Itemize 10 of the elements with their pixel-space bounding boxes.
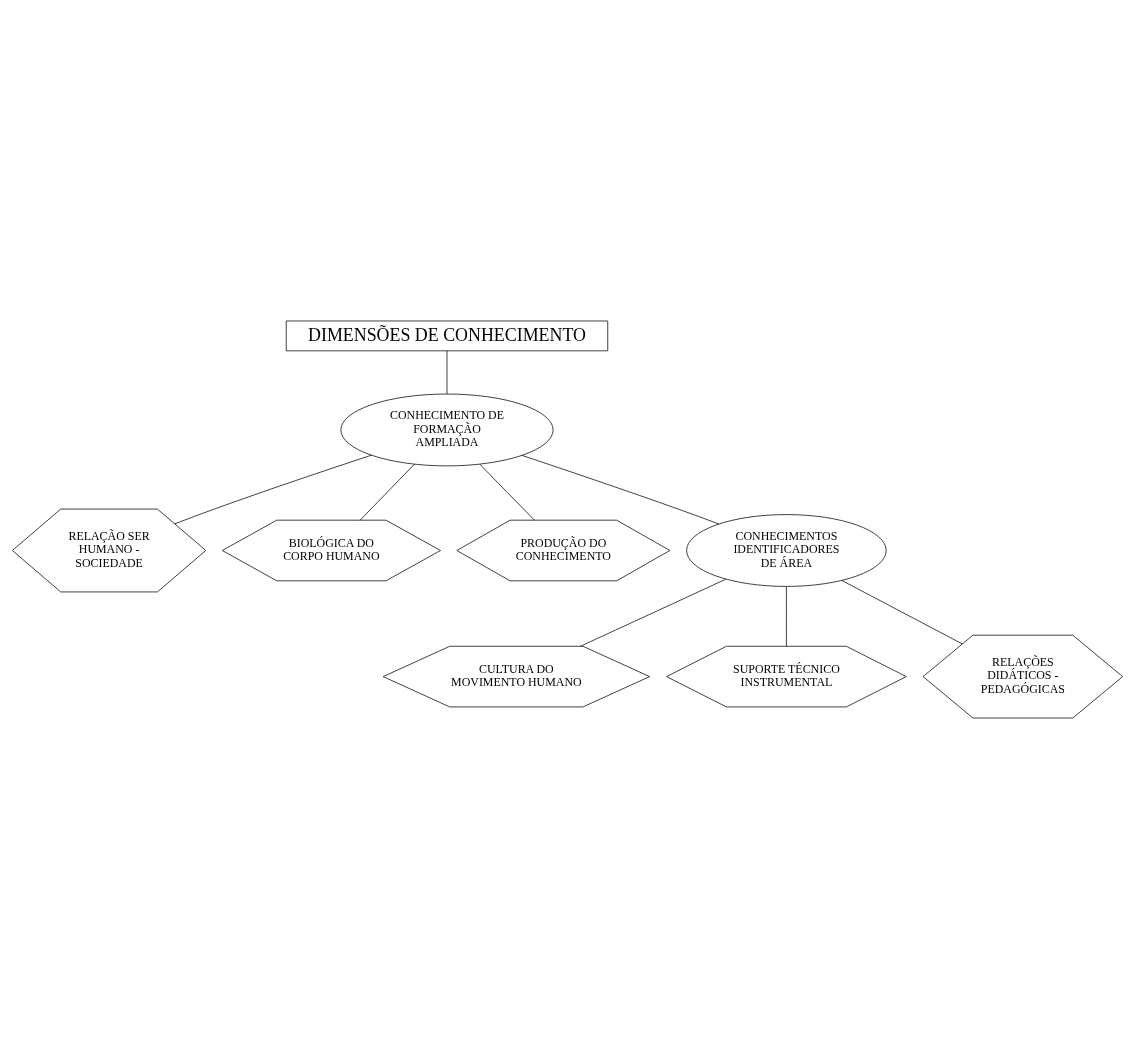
connector (521, 455, 720, 525)
connector (174, 454, 372, 525)
connector (841, 580, 963, 645)
connector (479, 463, 535, 521)
node-ellipse: CONHECIMENTO DE FORMAÇÃO AMPLIADA (340, 393, 554, 467)
connector (786, 586, 787, 647)
node-ellipse: CONHECIMENTOS IDENTIFICADORES DE ÁREA (686, 514, 887, 587)
connector (580, 578, 727, 647)
connector (359, 463, 415, 521)
node-box: DIMENSÕES DE CONHECIMENTO (285, 320, 609, 352)
